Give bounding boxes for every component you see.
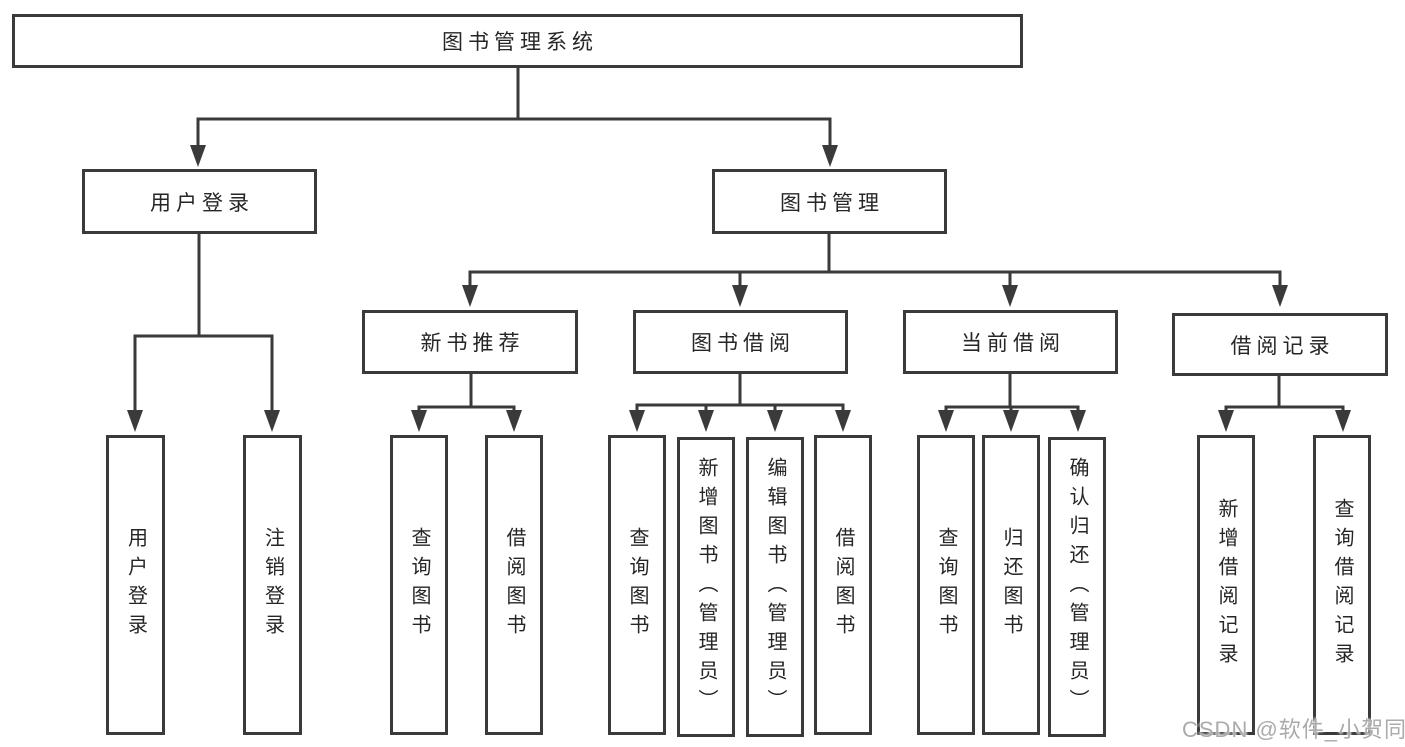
leaf-logout: 注销登录	[243, 435, 302, 735]
node-new-book-recommend-label: 新书推荐	[420, 332, 525, 355]
leaf-confirm-return-admin-label: 确认归还（管理员）	[1066, 456, 1088, 718]
leaf-query-books-3: 查询图书	[917, 435, 975, 735]
leaf-add-borrow-record-label: 新增借阅记录	[1215, 498, 1237, 672]
leaf-query-borrow-record: 查询借阅记录	[1313, 435, 1371, 735]
leaf-return-books: 归还图书	[982, 435, 1040, 735]
leaf-query-books-3-label: 查询图书	[935, 527, 957, 643]
watermark: CSDN @软件_小贺同学	[1182, 717, 1405, 742]
node-current-borrow: 当前借阅	[903, 310, 1118, 374]
node-root: 图书管理系统	[12, 14, 1023, 68]
node-current-borrow-label: 当前借阅	[961, 332, 1065, 355]
node-user-login: 用户登录	[82, 169, 317, 234]
leaf-return-books-label: 归还图书	[1000, 527, 1022, 643]
leaf-logout-label: 注销登录	[261, 527, 284, 643]
leaf-query-books-1: 查询图书	[390, 435, 448, 735]
node-book-borrow: 图书借阅	[633, 310, 848, 374]
node-book-management: 图书管理	[712, 169, 947, 234]
leaf-add-borrow-record: 新增借阅记录	[1197, 435, 1255, 735]
node-book-borrow-label: 图书借阅	[691, 332, 795, 355]
node-new-book-recommend: 新书推荐	[362, 310, 578, 374]
leaf-borrow-books-2: 借阅图书	[814, 435, 872, 735]
leaf-query-books-2-label: 查询图书	[626, 527, 648, 643]
leaf-borrow-books-2-label: 借阅图书	[832, 527, 854, 643]
leaf-user-login: 用户登录	[106, 435, 165, 735]
leaf-edit-books-admin: 编辑图书（管理员）	[746, 437, 804, 737]
node-user-login-label: 用户登录	[150, 191, 254, 215]
leaf-add-books-admin: 新增图书（管理员）	[677, 437, 735, 737]
leaf-query-borrow-record-label: 查询借阅记录	[1331, 498, 1353, 672]
leaf-borrow-books-1-label: 借阅图书	[503, 527, 525, 643]
leaf-confirm-return-admin: 确认归还（管理员）	[1048, 437, 1106, 737]
leaf-user-login-label: 用户登录	[124, 527, 147, 643]
leaf-add-books-admin-label: 新增图书（管理员）	[695, 456, 717, 718]
node-borrow-records: 借阅记录	[1172, 313, 1388, 376]
node-root-label: 图书管理系统	[442, 31, 598, 54]
leaf-query-books-1-label: 查询图书	[408, 527, 430, 643]
node-book-management-label: 图书管理	[780, 191, 884, 215]
leaf-query-books-2: 查询图书	[608, 435, 666, 735]
node-borrow-records-label: 借阅记录	[1230, 334, 1335, 358]
leaf-borrow-books-1: 借阅图书	[485, 435, 543, 735]
leaf-edit-books-admin-label: 编辑图书（管理员）	[764, 456, 786, 718]
